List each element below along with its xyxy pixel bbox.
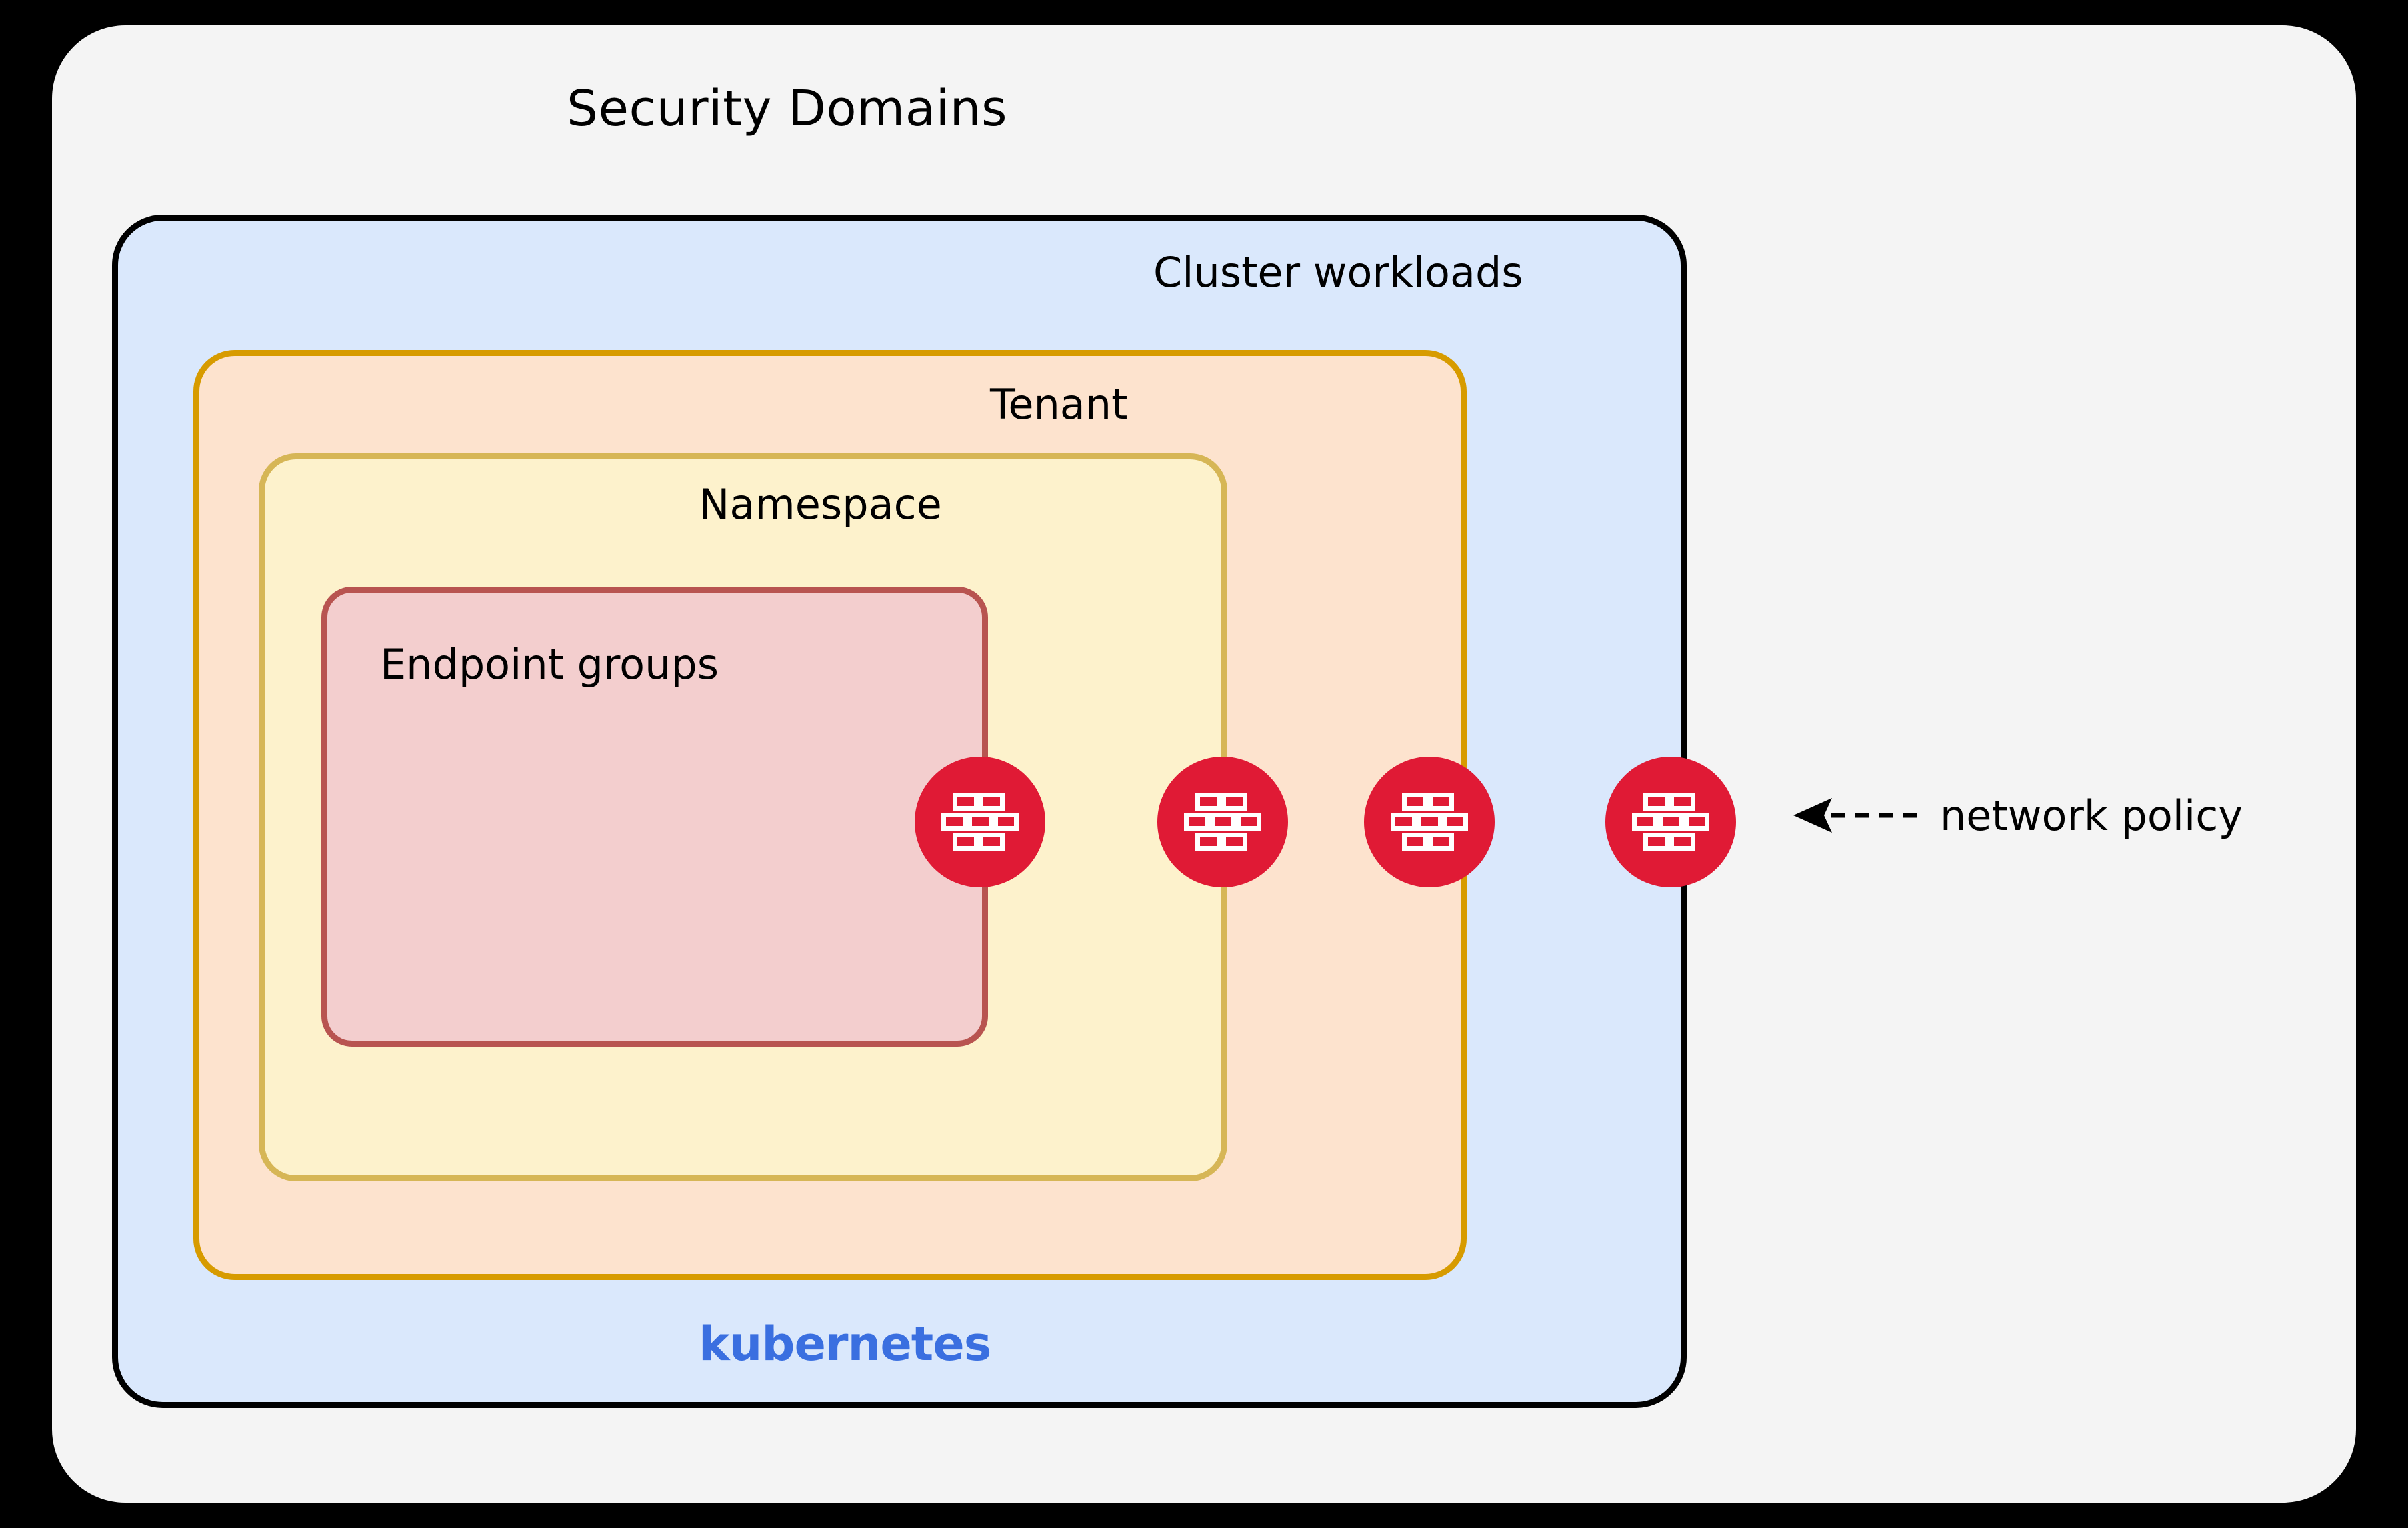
network-policy-annotation: network policy <box>1793 783 2243 847</box>
layer-tenant-label: Tenant <box>990 380 1128 429</box>
security-domains-title: Security Domains <box>567 80 1008 137</box>
firewall-brick-icon <box>1184 792 1261 852</box>
dashed-arrow-left-icon <box>1793 795 1920 835</box>
layer-namespace-label: Namespace <box>699 480 942 529</box>
firewall-brick-icon <box>941 792 1019 852</box>
layer-endpoint-groups-label: Endpoint groups <box>380 640 719 689</box>
layer-endpoint-groups <box>321 587 988 1047</box>
firewall-badge-kubernetes[interactable] <box>1605 757 1736 887</box>
firewall-badge-endpoint-groups[interactable] <box>915 757 1045 887</box>
firewall-brick-icon <box>1391 792 1468 852</box>
firewall-badge-namespace[interactable] <box>1157 757 1288 887</box>
network-policy-label: network policy <box>1940 791 2243 840</box>
layer-kubernetes-label: Cluster workloads <box>1153 248 1523 297</box>
firewall-badge-tenant[interactable] <box>1364 757 1495 887</box>
firewall-brick-icon <box>1632 792 1709 852</box>
kubernetes-wordmark: kubernetes <box>699 1317 991 1371</box>
